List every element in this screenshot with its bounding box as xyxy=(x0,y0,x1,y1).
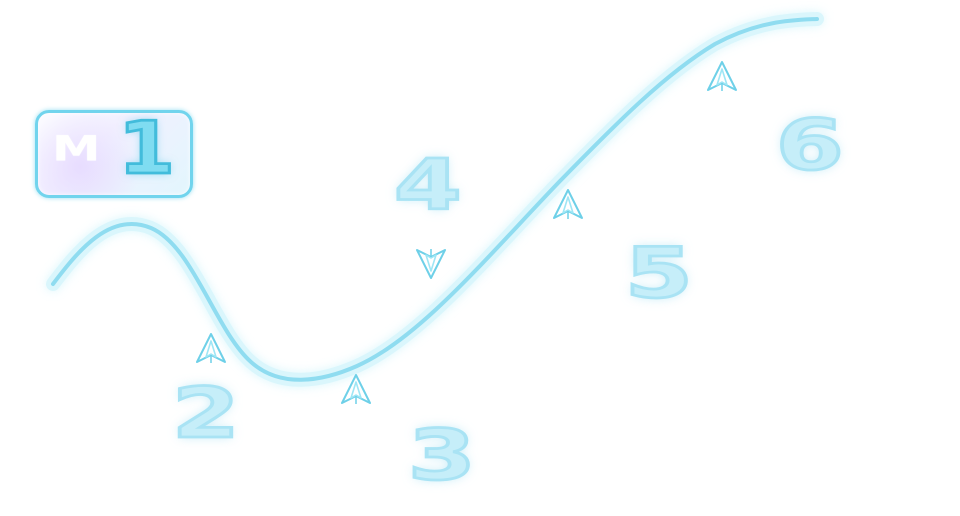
level-3[interactable]: 3 xyxy=(406,413,478,496)
current-level-badge[interactable]: M 1 xyxy=(35,110,193,198)
current-level-number: 1 xyxy=(116,107,176,191)
ship-arrow-icon[interactable] xyxy=(194,332,228,366)
ship-arrow-icon[interactable] xyxy=(705,60,739,94)
level-5[interactable]: 5 xyxy=(623,231,695,314)
level-6[interactable]: 6 xyxy=(774,103,846,186)
level-2[interactable]: 2 xyxy=(170,371,242,454)
ship-arrow-icon[interactable] xyxy=(551,188,585,222)
ship-arrow-icon[interactable] xyxy=(414,246,448,280)
ship-arrow-icon[interactable] xyxy=(339,373,373,407)
level-4[interactable]: 4 xyxy=(392,143,464,226)
mode-letter: M xyxy=(52,128,100,169)
